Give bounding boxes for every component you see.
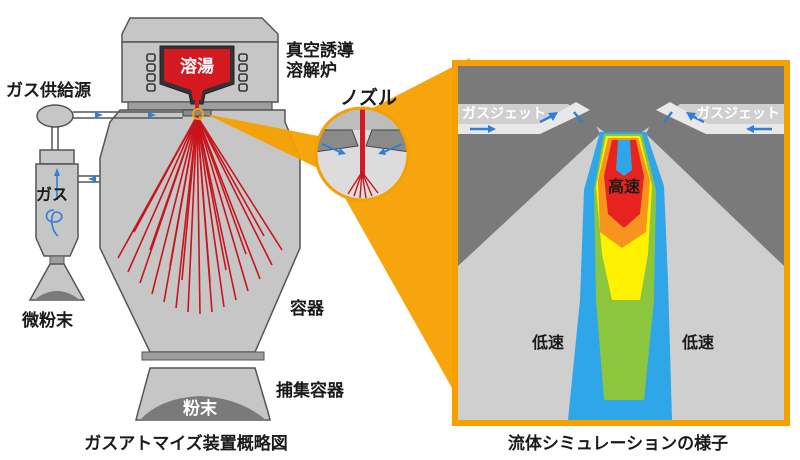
gas-flow-arrow-nozzle <box>95 112 103 118</box>
gas-supply-line <box>51 111 183 152</box>
gas-flow-arrow-nozzle-2 <box>148 112 156 118</box>
sim-nozzle-wall-right <box>646 108 784 266</box>
gas-flow-arrow-cyclone <box>54 168 60 176</box>
gas-label: ガス <box>36 185 68 204</box>
cyclone-swirl <box>45 209 63 237</box>
sim-upper-region <box>458 66 784 138</box>
apparatus-caption: ガスアトマイズ装置概略図 <box>84 433 288 454</box>
fine-powder-neck <box>49 255 65 265</box>
gas-return-line <box>78 175 100 183</box>
nozzle-label: ノズル <box>340 86 397 109</box>
simulation-caption: 流体シミュレーションの様子 <box>508 433 728 454</box>
gas-jet-label-left: ガスジェット <box>462 106 546 122</box>
melt-stream <box>195 100 199 114</box>
fine-powder-hopper <box>28 263 86 301</box>
fine-powder-pile <box>34 291 80 300</box>
sim-flow-red <box>604 140 644 228</box>
nozzle-zoom-circle <box>314 106 410 202</box>
sim-gas-arrows-right <box>663 111 772 133</box>
gas-flow-arrow-return <box>88 176 96 182</box>
low-speed-label-right: 低速 <box>681 333 714 352</box>
furnace-label-line1: 真空誘導 <box>286 40 354 61</box>
nozzle-focus-ring <box>192 108 204 120</box>
atomized-spray <box>117 115 283 315</box>
furnace-dome <box>121 17 279 43</box>
high-speed-label: 高速 <box>608 177 640 196</box>
gas-jet-label-right: ガスジェット <box>696 106 780 122</box>
induction-coil-left <box>146 53 156 92</box>
powder-pile <box>140 396 266 420</box>
induction-coil-right <box>238 53 248 92</box>
low-speed-label-left: 低速 <box>531 333 564 352</box>
vessel-label: 容器 <box>290 298 325 319</box>
molten-metal <box>164 49 230 100</box>
melt-label: 溶湯 <box>180 56 214 77</box>
gas-source-tank <box>36 104 74 128</box>
cyclone-separator <box>35 163 79 257</box>
powder-label: 粉末 <box>183 398 218 419</box>
vessel-bottom-flange <box>141 351 265 361</box>
sim-flow-core <box>616 140 632 176</box>
sim-gas-channel-left <box>458 102 590 134</box>
cyclone-top <box>39 149 75 165</box>
nozzle-ring <box>182 109 212 117</box>
gas-source-label: ガス供給源 <box>6 80 91 101</box>
fine-powder-label: 微粉末 <box>21 310 74 331</box>
sim-nozzle-wall-left <box>458 108 600 266</box>
collector-label: 捕集容器 <box>276 380 345 401</box>
sim-gas-arrows-left <box>470 111 583 133</box>
furnace-label-line2: 溶解炉 <box>286 60 337 81</box>
